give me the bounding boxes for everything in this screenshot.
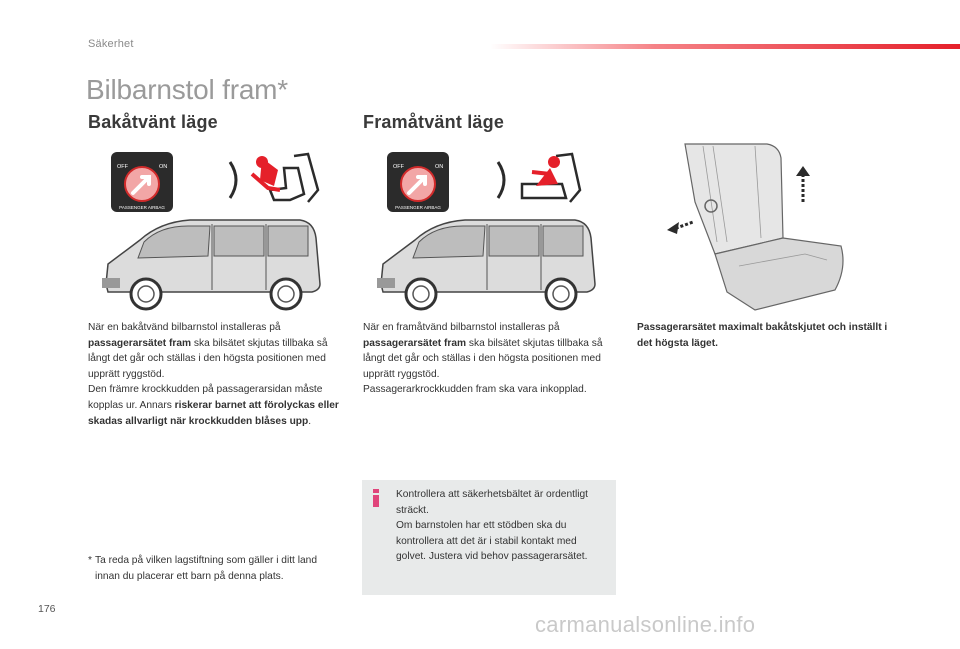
seat-adjustment-illustration	[667, 143, 844, 311]
rear-facing-child-seat-icon	[228, 152, 320, 203]
forward-facing-instructions: När en framåtvänd bilbarnstol installera…	[363, 320, 613, 398]
text: .	[308, 415, 312, 427]
airbag-off-label: OFF	[393, 164, 405, 170]
van-illustration-left	[102, 219, 321, 311]
footnote: * Ta reda på vilken lagstiftning som gäl…	[88, 553, 338, 584]
text: När en bakåtvänd bilbarnstol installeras…	[88, 322, 281, 333]
footnote-text: Ta reda på vilken lagstiftning som gälle…	[95, 555, 317, 582]
page-title: Bilbarnstol fram*	[86, 74, 289, 105]
van-illustration-middle	[377, 219, 596, 311]
heading-rear-facing: Bakåtvänt läge	[88, 112, 218, 132]
text: ska bilsätet skjutas tillbaka så långt d…	[363, 337, 603, 380]
text-bold: passagerarsätet fram	[363, 337, 467, 349]
page-number: 176	[38, 603, 56, 615]
airbag-on-badge-icon: OFF ON PASSENGER AIRBAG	[387, 152, 449, 212]
text-bold: riskerar barnet att förolyckas eller ska…	[88, 399, 339, 427]
airbag-text-label: PASSENGER AIRBAG	[395, 205, 441, 210]
airbag-off-badge-icon: OFF ON PASSENGER AIRBAG	[111, 152, 173, 212]
text: ska bilsätet skjutas tillbaka så långt d…	[88, 337, 328, 380]
info-line: Om barnstolen har ett stödben ska du kon…	[396, 520, 588, 563]
footnote-mark: *	[88, 555, 92, 566]
seat-position-caption: Passagerarsätet maximalt bakåtskjutet oc…	[637, 322, 888, 349]
text: Den främre krockkudden på passagerarsida…	[88, 384, 323, 411]
text-bold: passagerarsätet fram	[88, 337, 192, 349]
airbag-on-label: ON	[159, 164, 167, 170]
info-text: Kontrollera att säkerhetsbältet är orden…	[396, 487, 606, 565]
airbag-on-label: ON	[435, 164, 443, 170]
rear-facing-instructions: När en bakåtvänd bilbarnstol installeras…	[88, 320, 343, 429]
airbag-text-label: PASSENGER AIRBAG	[119, 205, 165, 210]
text: När en framåtvänd bilbarnstol installera…	[363, 322, 560, 333]
text: Passagerarkrockkudden fram ska vara inko…	[363, 384, 587, 396]
heading-forward-facing: Framåtvänt läge	[363, 112, 505, 132]
info-line: Kontrollera att säkerhetsbältet är orden…	[396, 489, 588, 516]
info-icon	[373, 489, 379, 507]
forward-facing-child-seat-icon	[496, 152, 582, 203]
watermark: carmanualsonline.info	[535, 612, 756, 637]
airbag-off-label: OFF	[117, 164, 129, 170]
info-box: Kontrollera att säkerhetsbältet är orden…	[362, 480, 616, 595]
header-accent-bar	[490, 44, 960, 49]
section-label: Säkerhet	[88, 38, 134, 50]
